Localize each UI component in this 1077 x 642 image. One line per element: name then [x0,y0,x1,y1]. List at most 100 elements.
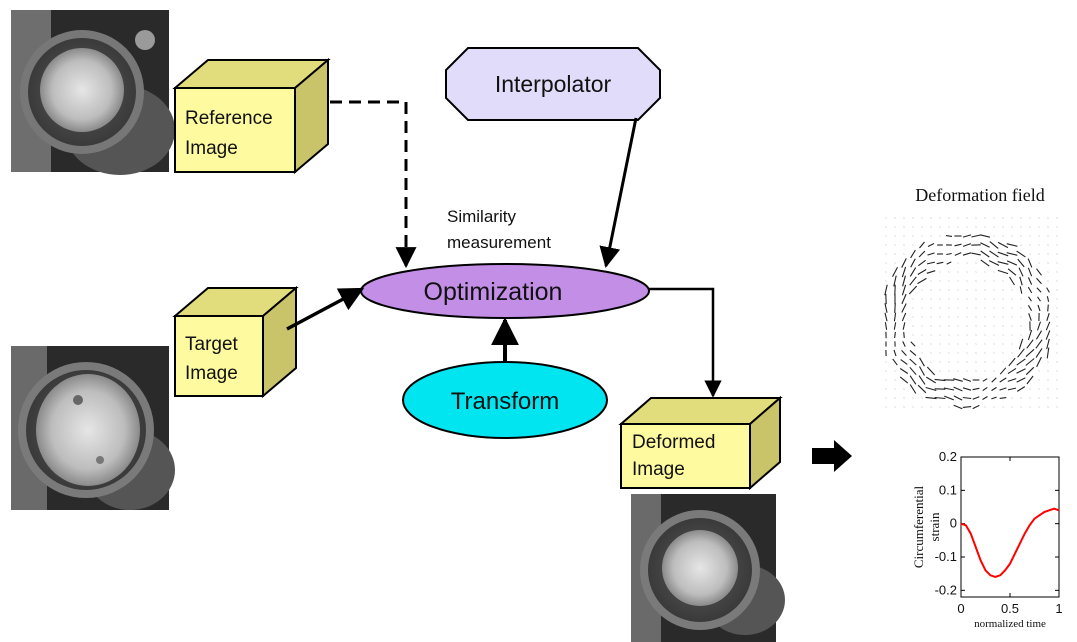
field-vector [946,252,952,256]
field-vector [1056,406,1058,408]
field-vector [993,226,995,228]
field-vector [1056,253,1058,255]
field-vector [885,271,887,273]
field-vector [984,352,986,354]
field-vector [980,259,990,267]
target-to-optimization-arrow [286,287,365,331]
field-vector [921,352,923,354]
field-vector [1045,321,1051,331]
field-vector [957,370,959,372]
field-vector [939,271,941,273]
field-vector [1011,352,1013,354]
field-vector [948,316,950,318]
similarity-label-line2: measurement [447,233,551,252]
field-vector [912,307,914,309]
field-vector [993,235,995,237]
field-vector [962,252,972,256]
field-vector [975,370,977,372]
field-vector [948,226,950,228]
field-vector [894,217,896,219]
field-vector [975,316,977,318]
field-vector [1038,388,1040,390]
field-vector [966,370,968,372]
field-vector [926,376,936,384]
field-vector [957,217,959,219]
field-vector [1011,289,1013,291]
field-vector [939,334,941,336]
field-vector [909,276,917,286]
field-vector [984,271,986,273]
y-axis-label: Circumferential [911,485,926,568]
field-vector [993,271,995,273]
field-vector [988,260,1000,266]
field-vector [921,298,923,300]
x-tick-label: 1 [1055,601,1062,616]
field-vector [930,280,932,282]
field-vector [1011,316,1013,318]
field-vector [966,325,968,327]
field-vector [912,298,914,300]
field-vector [1007,378,1017,382]
field-vector [948,298,950,300]
field-vector [948,217,950,219]
field-vector [1056,397,1058,399]
field-vector [909,349,917,357]
field-vector [934,378,946,382]
field-vector [966,289,968,291]
field-vector [901,350,907,356]
field-vector [930,289,932,291]
field-vector [1002,307,1004,309]
field-vector [999,377,1007,383]
field-vector [993,217,995,219]
field-vector [966,271,968,273]
field-vector [1056,370,1058,372]
field-vector [894,388,896,390]
field-vector [930,406,932,408]
transform-node: Transform [402,361,608,439]
y-tick-label: 0.1 [939,482,957,497]
field-vector [1011,235,1013,237]
field-vector [1002,235,1004,237]
field-vector [909,366,917,376]
field-vector [957,226,959,228]
field-vector [1046,347,1050,359]
field-vector [982,396,988,400]
transform-label: Transform [451,388,559,415]
field-vector [1020,307,1022,309]
field-vector [1056,352,1058,354]
field-vector [894,235,896,237]
field-vector [1056,235,1058,237]
field-vector [1029,226,1031,228]
optimization-node: Optimization [360,263,650,319]
field-vector [948,334,950,336]
field-vector [1056,262,1058,264]
field-vector [893,322,897,330]
field-vector [1006,252,1018,256]
field-vector [893,275,897,287]
field-vector [917,277,927,285]
field-vector [945,235,953,237]
field-vector [1038,244,1040,246]
field-vector [926,366,936,376]
field-vector [1038,406,1040,408]
field-vector [901,266,907,278]
field-vector [1047,271,1049,273]
field-vector [1011,406,1013,408]
field-vector [894,262,896,264]
field-vector [1047,379,1049,381]
field-vector [939,289,941,291]
field-vector [1027,277,1033,285]
field-vector [943,387,955,391]
field-vector [1002,280,1004,282]
field-vector [918,250,926,258]
field-vector [1036,287,1042,293]
field-vector [980,242,990,248]
y-tick-label: -0.2 [935,582,957,597]
field-vector [957,271,959,273]
y-axis-label: strain [927,512,942,541]
field-vector [972,396,980,400]
field-vector [1025,348,1035,358]
field-vector [885,244,887,246]
field-vector [885,217,887,219]
